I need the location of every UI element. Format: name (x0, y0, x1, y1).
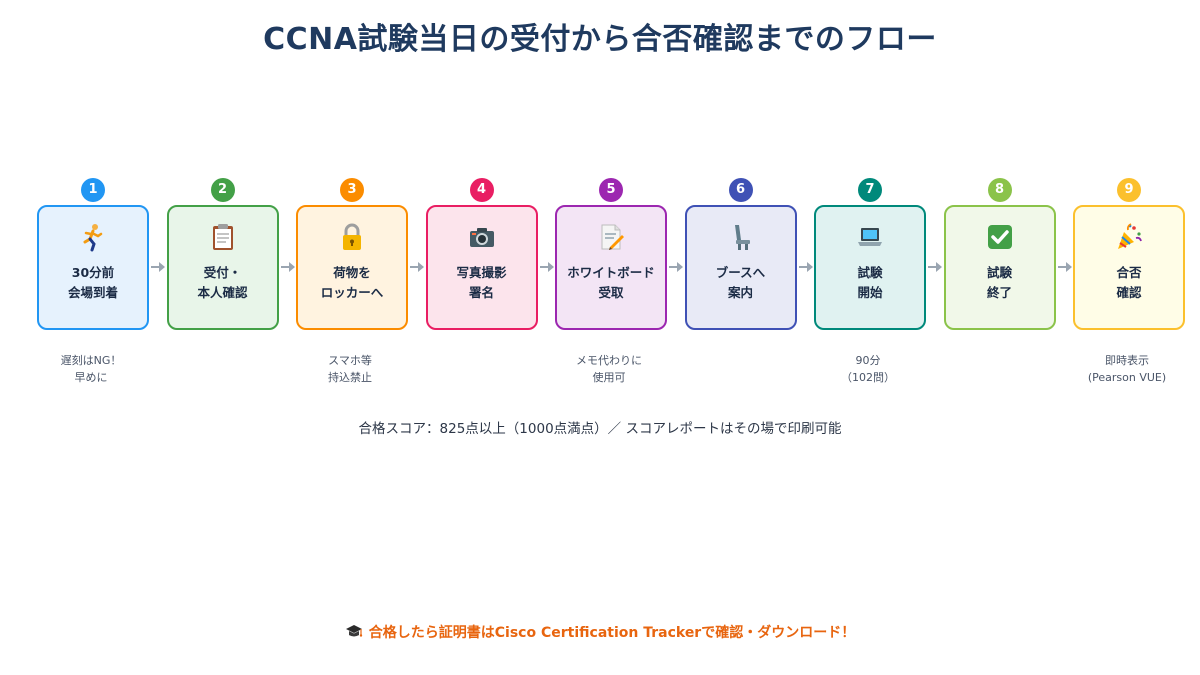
step-label-line: 荷物を (333, 265, 371, 280)
step-card: 試験終了 (943, 205, 1056, 330)
flow-arrow-icon (668, 259, 684, 273)
step-note-line: 持込禁止 (328, 371, 372, 384)
flow-arrow-icon (150, 259, 166, 273)
step-label: 試験終了 (987, 263, 1012, 303)
graduation-cap-icon (345, 624, 363, 644)
step-label-line: 30分前 (71, 265, 115, 280)
step-number-badge: 1 (81, 178, 105, 202)
seat-icon (725, 221, 757, 253)
camera-icon (466, 221, 498, 253)
step-note-line: 使用可 (592, 371, 626, 384)
step-label: 受付・本人確認 (197, 263, 247, 303)
step-note-line: 早めに (74, 371, 108, 384)
flow-step: 1 30分前会場到着 (37, 178, 149, 330)
flow-step: 4 写真撮影署名 (425, 178, 538, 330)
flow-arrow-icon (280, 259, 296, 273)
step-label-line: 開始 (857, 285, 883, 300)
step-note-line: 遅刻はNG！ (60, 354, 122, 367)
flow-step: 8 試験終了 (943, 178, 1056, 330)
step-number-badge: 6 (728, 178, 753, 202)
step-label-line: 合否 (1116, 265, 1142, 280)
party-icon (1113, 221, 1145, 253)
step-number-badge: 9 (1117, 178, 1141, 202)
check-icon (984, 221, 1016, 253)
step-label-line: ホワイトボード (567, 265, 655, 280)
step-label-line: 試験 (986, 265, 1012, 280)
flow-step: 2 受付・本人確認 (166, 178, 279, 330)
flow-arrow-icon (927, 259, 943, 273)
step-label-line: 終了 (986, 285, 1012, 300)
step-label-line: 署名 (468, 285, 494, 300)
footer-note: 合格したら証明書はCisco Certification Trackerで確認・… (0, 622, 1200, 644)
step-label: 合否確認 (1116, 263, 1141, 303)
step-note: 即時表示 (Pearson VUE) (1062, 352, 1192, 386)
page-title: CCNA試験当日の受付から合否確認までのフロー (263, 22, 937, 57)
step-number-badge: 2 (210, 178, 235, 202)
memo-icon (595, 221, 627, 253)
step-number-badge: 7 (858, 178, 882, 202)
lock-icon (336, 221, 368, 253)
step-label-line: 受取 (598, 285, 624, 300)
step-note: 遅刻はNG！ 早めに (26, 352, 156, 386)
laptop-icon (854, 221, 886, 253)
flow-step: 9 合否確認 (1073, 178, 1185, 330)
step-label-line: 案内 (727, 285, 753, 300)
step-card: ブースへ案内 (684, 205, 797, 330)
flow-step: 3 荷物をロッカーへ (296, 178, 408, 330)
flow-arrow-icon (798, 259, 814, 273)
step-card: 30分前会場到着 (37, 205, 149, 330)
step-note-line: （102問） (841, 371, 895, 384)
step-label: ホワイトボード受取 (567, 263, 655, 303)
runner-icon (77, 221, 109, 253)
step-number-badge: 4 (469, 178, 494, 202)
clipboard-icon (207, 221, 239, 253)
step-label-line: 本人確認 (197, 285, 248, 300)
step-label: 荷物をロッカーへ (321, 263, 384, 303)
flow-arrow-icon (1057, 259, 1073, 273)
flow-step: 6 ブースへ案内 (684, 178, 797, 330)
score-note: 合格スコア：825点以上（1000点満点）／ スコアレポートはその場で印刷可能 (358, 421, 842, 437)
step-note-line: 90分 (855, 354, 881, 367)
step-card: 荷物をロッカーへ (296, 205, 408, 330)
flow-step: 5 ホワイトボード受取 (555, 178, 667, 330)
step-label: ブースへ案内 (716, 263, 765, 303)
step-note: メモ代わりに使用可 (544, 352, 674, 386)
step-number-badge: 3 (340, 178, 364, 202)
step-card: 写真撮影署名 (425, 205, 538, 330)
step-note-line: メモ代わりに (576, 354, 642, 367)
step-label: 試験開始 (857, 263, 882, 303)
step-label-line: 写真撮影 (456, 265, 507, 280)
step-label: 写真撮影署名 (456, 263, 506, 303)
step-label-line: ロッカーへ (320, 285, 384, 300)
flow-arrow-icon (539, 259, 555, 273)
step-note: 90分 （102問） (803, 352, 933, 386)
step-note-line: スマホ等 (328, 354, 372, 367)
flow-arrow-icon (409, 259, 425, 273)
step-label-line: 確認 (1116, 285, 1142, 300)
step-card: 試験開始 (814, 205, 926, 330)
footer-text: 合格したら証明書はCisco Certification Trackerで確認・… (368, 625, 856, 641)
step-card: 受付・本人確認 (166, 205, 279, 330)
step-note-line: 即時表示 (1105, 354, 1149, 367)
step-note-line: (Pearson VUE) (1087, 371, 1167, 384)
step-label-line: 受付・ (203, 265, 242, 280)
step-label-line: ブースへ (715, 265, 766, 280)
step-card: ホワイトボード受取 (555, 205, 667, 330)
step-label-line: 会場到着 (67, 285, 118, 300)
step-label-line: 試験 (857, 265, 883, 280)
step-number-badge: 5 (599, 178, 623, 202)
step-note: スマホ等持込禁止 (285, 352, 415, 386)
step-card: 合否確認 (1073, 205, 1185, 330)
step-number-badge: 8 (987, 178, 1012, 202)
flow-step: 7 試験開始 (814, 178, 926, 330)
step-label: 30分前会場到着 (68, 263, 118, 303)
